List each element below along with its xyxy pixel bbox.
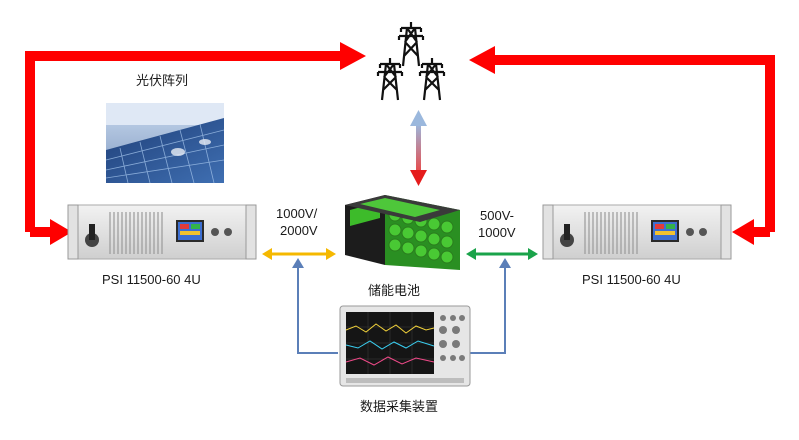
left-power-supply <box>67 204 257 260</box>
oscilloscope <box>339 305 471 387</box>
left-device-label: PSI 11500-60 4U <box>102 272 201 287</box>
solar-panel-photo <box>105 103 225 184</box>
right-voltage-line2: 1000V <box>478 225 516 240</box>
pv-array-label: 光伏阵列 <box>136 74 189 89</box>
right-grid-arrowhead-bottom <box>732 219 754 245</box>
right-grid-line <box>495 55 775 232</box>
right-power-supply <box>542 204 732 260</box>
left-grid-arrowhead-top <box>340 42 366 70</box>
right-voltage-line1: 500V- <box>480 208 514 223</box>
left-grid-arrowhead-bottom <box>50 219 72 245</box>
left-grid-line <box>25 51 340 232</box>
left-voltage-line2: 2000V <box>280 223 318 238</box>
right-grid-arrowhead-top <box>469 46 495 74</box>
data-link-left <box>292 258 338 354</box>
pv-link-arrow <box>262 248 336 260</box>
grid-battery-arrow <box>410 110 427 186</box>
data-link-right <box>470 258 511 354</box>
daq-label: 数据采集装置 <box>360 400 439 415</box>
battery-pack <box>345 195 460 270</box>
power-tower-icon <box>376 22 446 101</box>
battery-link-arrow <box>466 248 538 260</box>
battery-label: 储能电池 <box>368 284 421 299</box>
left-voltage-line1: 1000V/ <box>276 206 318 221</box>
right-device-label: PSI 11500-60 4U <box>582 272 681 287</box>
